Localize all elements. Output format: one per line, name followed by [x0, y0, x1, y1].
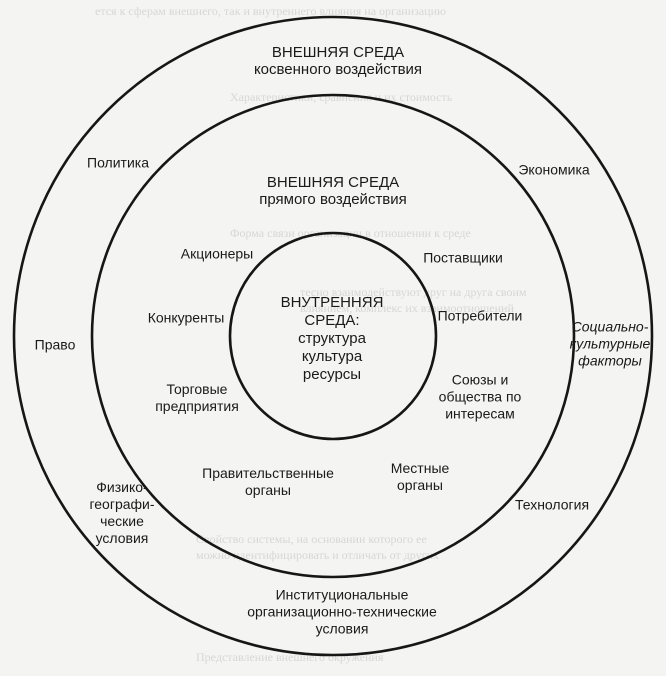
factor-local: Местные органы: [391, 460, 450, 494]
middle-subtitle-line: прямого воздействия: [259, 191, 407, 208]
factor-line: условия: [95, 530, 149, 546]
outer-ring: [12, 15, 654, 657]
inner-circle-text: ВНУТРЕННЯЯ СРЕДА: структура культура рес…: [281, 294, 384, 384]
factor-line: Союзы и: [451, 371, 509, 388]
factor-line: Социально-: [571, 318, 649, 335]
middle-ring: [90, 93, 576, 579]
factor-line: Местные: [390, 460, 450, 476]
inner-ring: [228, 231, 438, 441]
outer-subtitle-line: косвенного воздействия: [253, 61, 423, 78]
ghost-line: Форма связи организации в отношении к ср…: [230, 226, 471, 240]
factor-line: органы: [245, 482, 291, 498]
factor-unions: Союзы и общества по интересам: [439, 372, 522, 423]
factor-line: ческие: [100, 513, 144, 529]
inner-item: культура: [301, 348, 363, 365]
ghost-line: можно идентифицировать и отличать от дру…: [196, 548, 439, 562]
factor-line: Торговые: [166, 381, 228, 397]
ghost-line: Свойство системы, на основании которого …: [196, 532, 427, 546]
factor-physgeo: Физико- географи- ческие условия: [89, 479, 154, 547]
factor-government: Правительственные органы: [202, 465, 334, 499]
factor-law: Право: [34, 336, 76, 353]
ghost-line: Представление внешнего окружения: [196, 650, 384, 664]
factor-suppliers: Поставщики: [423, 249, 503, 266]
factor-line: Институциональные: [275, 586, 409, 603]
factor-consumers: Потребители: [437, 307, 523, 324]
outer-title-line: ВНЕШНЯЯ СРЕДА: [271, 44, 405, 61]
factor-line: Физико-: [96, 479, 148, 495]
factor-politics: Политика: [87, 154, 149, 171]
factor-competitors: Конкуренты: [147, 309, 225, 326]
factor-line: культурные: [569, 335, 651, 352]
factor-social: Социально- культурные факторы: [570, 319, 651, 370]
factor-line: Правительственные: [202, 465, 334, 481]
factor-line: интересам: [445, 405, 515, 422]
factor-shareholders: Акционеры: [180, 245, 254, 262]
inner-item: структура: [298, 330, 366, 347]
ghost-line: ется к сферам внешнего, так и внутреннег…: [95, 4, 446, 18]
inner-title-line: ВНУТРЕННЯЯ: [280, 294, 384, 311]
inner-title-line: СРЕДА:: [304, 312, 360, 329]
factor-line: общества по: [438, 388, 522, 405]
ghost-line: тесно взаимодействуют друг на друга свои…: [300, 285, 527, 299]
factor-line: факторы: [578, 352, 642, 369]
factor-line: организационно-технические: [247, 603, 437, 620]
factor-trade: Торговые предприятия: [155, 381, 239, 415]
outer-ring-title: ВНЕШНЯЯ СРЕДА косвенного воздействия: [254, 44, 422, 78]
ghost-line: влиянием, комплекс их взаимоотношений: [300, 301, 514, 315]
inner-item: ресурсы: [302, 366, 362, 383]
factor-technology: Технология: [514, 496, 590, 513]
factor-institutional: Институциональные организационно-техниче…: [247, 587, 437, 638]
factor-line: условия: [315, 620, 369, 637]
middle-ring-title: ВНЕШНЯЯ СРЕДА прямого воздействия: [259, 174, 407, 208]
factor-line: предприятия: [155, 398, 239, 414]
factor-line: географи-: [89, 496, 155, 512]
factor-economy: Экономика: [518, 161, 590, 178]
factor-line: органы: [397, 477, 443, 493]
middle-title-line: ВНЕШНЯЯ СРЕДА: [266, 174, 400, 191]
